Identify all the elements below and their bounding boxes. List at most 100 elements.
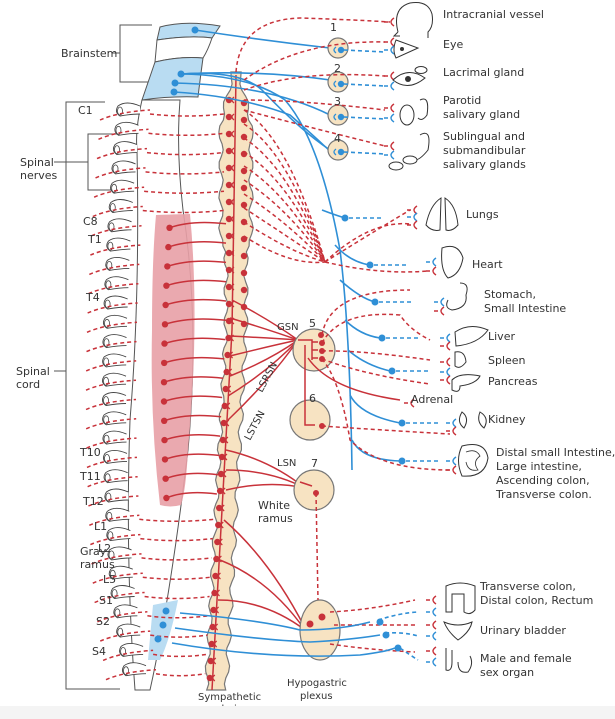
chain-ganglion-neuron [225, 317, 233, 325]
chain-ganglion-neuron [206, 674, 214, 682]
salivary-sympathetic-fiber [243, 109, 386, 147]
cranial-ganglion-1 [327, 37, 349, 59]
chain-ganglion-neuron [225, 215, 233, 223]
gray-ramus-return [155, 672, 206, 677]
spinal-cord-label-1: Spinal [16, 365, 50, 378]
ganglion-neuron [337, 46, 345, 54]
nerve-ending [404, 398, 415, 408]
synapse-mark [212, 674, 216, 682]
synapse-mark [217, 572, 221, 580]
salivary-glands-icon [388, 132, 430, 171]
chain-ganglion-neuron [214, 538, 221, 546]
cranial-ganglion-3 [327, 104, 349, 126]
synapse-mark [231, 249, 235, 257]
postganglionic-fiber [343, 83, 386, 87]
organ-label: Lungs [466, 208, 499, 221]
gray-ramus-return [144, 595, 210, 600]
bladder-icon [443, 621, 473, 641]
prevertebral-ganglia [217, 299, 401, 661]
organ-label: Stomach, [484, 288, 536, 301]
intestine-icon [458, 444, 489, 477]
white-ramus-fiber [165, 472, 219, 480]
gray-ramus-fiber [88, 282, 139, 295]
chain-ganglion-neuron [240, 184, 248, 192]
pelvic-parasympathetic-fibers [171, 611, 419, 661]
colon-icon [445, 582, 476, 615]
segment-label-c1: C1 [78, 104, 93, 117]
nerve-ending [446, 426, 457, 436]
synapse-mark [228, 385, 232, 393]
white-ramus-fiber [164, 453, 220, 461]
chain-ganglion-neuron [211, 589, 218, 597]
gray-ramus-fiber [85, 398, 137, 411]
gray-ramus-return [145, 171, 225, 175]
nerve-ending [440, 357, 451, 367]
nerve-ending [426, 266, 437, 276]
terminal-ganglion [388, 367, 396, 375]
white-ramus-fiber [168, 241, 227, 248]
organ-label: salivary gland [443, 108, 520, 121]
organ-label: Transverse colon, [479, 580, 576, 593]
synapse-mark [215, 623, 219, 631]
white-ramus-fiber [164, 434, 221, 441]
white-ramus-label-1: White [258, 499, 290, 512]
organ-label: Distal colon, Rectum [480, 594, 593, 607]
labels: Brainstem Spinal nerves Spinal cord Gray… [16, 8, 615, 715]
chain-ganglion-neuron [207, 657, 214, 665]
nerve-ending [446, 465, 457, 475]
organ-label: Male and female [480, 652, 572, 665]
gray-ramus-fiber [87, 475, 138, 488]
ganglion-number-2: 2 [334, 62, 341, 75]
nerve-ending [384, 150, 395, 160]
chain-ganglion-neuron [225, 283, 233, 291]
gray-ramus-fiber [88, 495, 139, 507]
organ-label: Lacrimal gland [443, 66, 524, 79]
lung-fiber [324, 209, 411, 263]
cardiac-fiber [243, 221, 326, 263]
lsn-label: LSN [277, 458, 296, 469]
ganglion-neuron [337, 148, 345, 156]
target-synapses [341, 17, 457, 667]
chain-ganglion-neuron [225, 181, 233, 189]
synapse-mark [225, 436, 229, 444]
gray-ramus-fiber [86, 437, 137, 449]
ganglion-neuron [337, 80, 345, 88]
chain-ganglion-neuron [225, 130, 233, 138]
ganglion-number-3: 3 [334, 95, 341, 108]
segment-label-s1: S1 [99, 594, 113, 607]
sacral-parasympathetic-cell [159, 621, 167, 629]
segment-label-s4: S4 [92, 645, 106, 658]
postganglionic-fiber [343, 151, 386, 155]
white-ramus-fiber [163, 395, 223, 403]
organ-label: sex organ [480, 666, 534, 679]
terminal-ganglion [378, 334, 386, 342]
synapse-mark [229, 368, 233, 376]
chain-ganglion-neuron [240, 269, 248, 277]
chain-ganglion-neuron [225, 266, 233, 274]
organ-label: salivary glands [443, 158, 526, 171]
synapse-mark [231, 198, 235, 206]
synapse-mark [219, 538, 223, 546]
gray-ramus-fiber [86, 456, 138, 469]
segment-label-c8: C8 [83, 215, 98, 228]
gray-ramus-label-2: ramus [80, 558, 115, 571]
white-ramus-fiber [163, 376, 224, 383]
synapse-mark [230, 351, 234, 359]
sacral-parasympathetic-cell [154, 635, 162, 643]
chain-ganglion-neuron [224, 351, 231, 359]
spinal-cord [127, 99, 195, 691]
ganglion-number-4: 4 [334, 132, 341, 145]
segment-label-l5: L5 [103, 573, 116, 586]
synapse-mark [224, 453, 228, 461]
nerve-ending [440, 341, 451, 351]
nerve-ending [426, 646, 437, 656]
brainstem [141, 22, 221, 101]
nerve-ending [446, 456, 457, 466]
nerve-ending [384, 141, 395, 151]
segment-label-t11: T11 [79, 470, 101, 483]
segment-label-t12: T12 [82, 495, 104, 508]
chain-ganglion-neuron [240, 252, 248, 260]
gray-ramus-fiber [86, 321, 138, 333]
